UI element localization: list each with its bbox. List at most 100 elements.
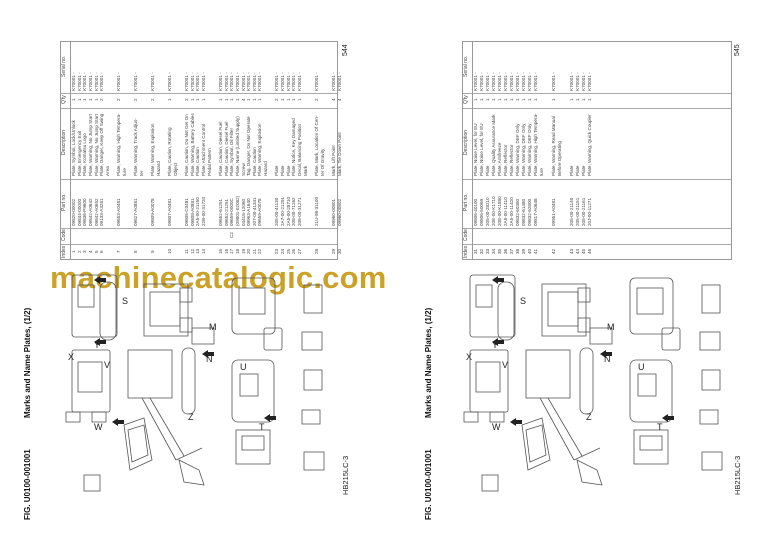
- cell-part-no: 09809-A0078: [150, 198, 156, 226]
- cell-qty: 1: [297, 98, 302, 101]
- cell-serial: K70001 -: [184, 72, 189, 91]
- cell-serial: K70001 -: [503, 72, 508, 91]
- cell-serial: K70001 -: [200, 72, 206, 91]
- cell-index: 8: [133, 250, 139, 253]
- cell-description: ture: [539, 168, 544, 176]
- view-letter: N: [206, 354, 213, 364]
- cell-index: 37: [509, 248, 514, 255]
- cell-part-no: 20E-00-K1880: [497, 196, 502, 226]
- cell-qty: 1: [167, 98, 173, 101]
- cell-qty: 2: [133, 98, 139, 101]
- cell-index: 33: [485, 248, 490, 255]
- cab-upper-view: [629, 277, 674, 335]
- table-header-serial: Serial no.: [463, 55, 469, 78]
- cell-serial: K70001 -: [491, 72, 496, 91]
- cell-index: 44: [575, 248, 580, 255]
- figure-number: FIG. U0100-001001: [424, 449, 433, 520]
- cell-qty: 1: [521, 98, 526, 101]
- cell-part-no: 09659-A0078: [257, 198, 263, 226]
- figure-title: Marks and Name Plates, (1/2): [424, 307, 433, 418]
- cell-index: 24: [280, 248, 286, 255]
- cell-index: 15: [217, 248, 223, 255]
- cell-part-no: 09133-A3281: [99, 198, 105, 226]
- cell-serial: K70001 -: [99, 72, 105, 91]
- cell-serial: K70001 -: [533, 72, 538, 91]
- cell-description: Plate, Warning, No Jump Start: [87, 114, 93, 176]
- cell-description: Plate, Attachment Control: [200, 123, 206, 176]
- column-divider: [463, 93, 731, 94]
- column-divider: [463, 228, 731, 229]
- cell-index: 45: [581, 248, 586, 255]
- cell-part-no: 205-00-28210: [485, 197, 490, 226]
- parts-diagram: S Y V W X Z N M T U: [65, 274, 325, 492]
- cell-serial: K70001 -: [509, 72, 514, 91]
- cell-qty: 1: [527, 98, 532, 101]
- cell-description: Plate, Warning, Read Manual: [551, 116, 556, 176]
- column-divider: [61, 228, 337, 229]
- cell-description: Plate, Mark, Location Of Cen-: [313, 115, 319, 176]
- cell-serial: K70001 -: [497, 72, 502, 91]
- table-header-index: Index: [463, 245, 469, 258]
- cell-qty: 1: [515, 98, 520, 101]
- cell-description: Plate, Warning, DEF Only: [521, 123, 526, 176]
- cell-description: Plate, Warning, DEF Only: [515, 123, 520, 176]
- cell-part-no: 09820-00002: [71, 198, 76, 226]
- cell-qty: 1: [87, 98, 93, 101]
- cell-qty: 2: [99, 98, 105, 101]
- side-view-machine: [71, 274, 118, 341]
- view-letter: Z: [188, 412, 194, 422]
- cell-index: 40: [527, 248, 532, 255]
- detail-views: [481, 284, 723, 492]
- cell-description: Before Operating: [557, 141, 562, 176]
- view-letter: U: [240, 362, 247, 372]
- cell-description: Plate, Reflector: [509, 144, 514, 176]
- cell-description: Pedal Pattern: [206, 148, 212, 176]
- view-letter: U: [638, 362, 645, 372]
- table-header-code: Code: [463, 229, 469, 241]
- view-arrows: [94, 276, 276, 426]
- cell-index: 38: [515, 248, 520, 255]
- cell-description: Decal, Balancing Position: [297, 123, 302, 176]
- cell-part-no: 20J-00-11271: [587, 197, 592, 226]
- cell-index: 41: [533, 248, 538, 255]
- cell-qty: 1: [217, 98, 223, 101]
- cell-serial: K70001 -: [71, 72, 76, 91]
- cell-part-no: 09806-50069: [479, 198, 484, 226]
- cell-part-no: 09960-00801: [330, 198, 336, 226]
- excavator-side-view: [525, 347, 601, 461]
- cell-description: Mark, Tie Down Point: [336, 132, 342, 176]
- view-letter: M: [209, 322, 217, 332]
- cell-index: 30: [336, 248, 342, 255]
- cell-part-no: 09805-C0481: [184, 198, 189, 226]
- cell-part-no: 20E-00-K1710: [491, 196, 496, 226]
- rear-view: [143, 283, 193, 337]
- cell-serial: K70001 -: [575, 72, 580, 91]
- cell-serial: K70001 -: [217, 72, 223, 91]
- monitor-view: [263, 327, 283, 351]
- valve-view: [235, 429, 271, 465]
- cell-part-no: 09832-62800: [527, 198, 532, 226]
- cell-index: 1: [71, 250, 76, 253]
- cell-part-no: 205-00-21140: [569, 197, 574, 226]
- cell-qty: 1: [200, 98, 206, 101]
- cell-qty: 1: [491, 98, 496, 101]
- cell-serial: K70001 -: [521, 72, 526, 91]
- cell-code: C2: [229, 232, 235, 238]
- cell-index: 35: [497, 248, 502, 255]
- cell-description: Mark: [302, 165, 308, 176]
- cell-part-no: 09842-A0642: [87, 198, 93, 226]
- cell-description: Plate: [581, 165, 586, 176]
- cell-index: 18: [234, 248, 240, 255]
- cell-index: 43: [569, 248, 574, 255]
- cell-description: ter Of Gravity: [319, 148, 325, 176]
- cell-description: Plate, Warning, DEF Only: [527, 123, 532, 176]
- top-view-cab: [463, 349, 509, 423]
- cell-description: Plate, Reflector: [503, 144, 508, 176]
- cell-description: ter: [138, 170, 144, 176]
- cell-index: 36: [503, 248, 508, 255]
- table-header-qty: Q'ty: [61, 95, 67, 104]
- view-letter: T: [259, 422, 265, 432]
- cell-serial: K70001 -: [234, 72, 240, 91]
- engine-room-view: [123, 417, 153, 471]
- view-letter: X: [68, 352, 74, 362]
